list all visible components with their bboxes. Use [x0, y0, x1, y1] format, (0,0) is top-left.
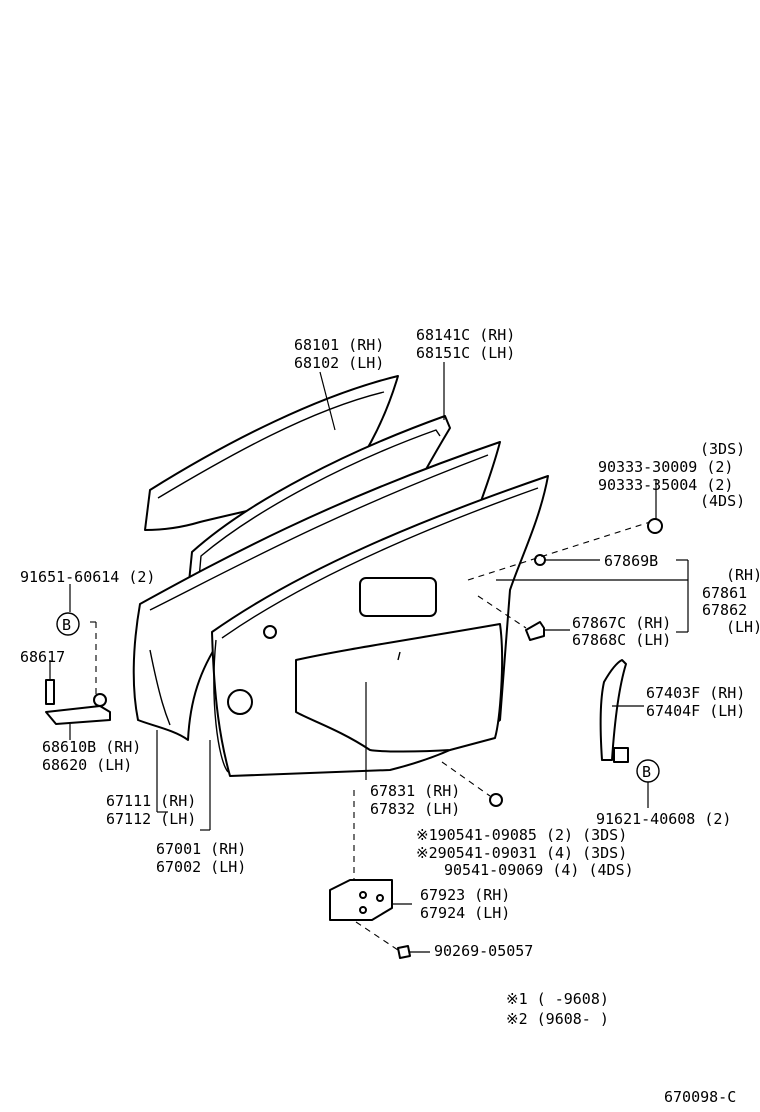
svg-text:※290541-09031 (4) (3DS): ※290541-09031 (4) (3DS) [416, 844, 627, 862]
label-door: 67001 (RH) 67002 (LH) [156, 840, 246, 876]
screw-90269 [397, 945, 411, 959]
svg-text:※1 ( -9608): ※1 ( -9608) [506, 990, 609, 1008]
label-glass: 68101 (RH) 68102 (LH) [294, 336, 384, 372]
svg-text:67001 (RH): 67001 (RH) [156, 840, 246, 858]
door-pocket [329, 879, 393, 921]
diagram-id: 670098-C [664, 1088, 736, 1106]
label-channel: 67403F (RH) 67404F (LH) [646, 684, 745, 720]
svg-text:67831 (RH): 67831 (RH) [370, 782, 460, 800]
svg-text:67111 (RH): 67111 (RH) [106, 792, 196, 810]
svg-text:67867C (RH): 67867C (RH) [572, 614, 671, 632]
callout-b-right: B [636, 759, 660, 783]
svg-text:※190541-09085 (2) (3DS): ※190541-09085 (2) (3DS) [416, 826, 627, 844]
label-weatherstrip: 68141C (RH) 68151C (LH) [416, 326, 515, 362]
label-68617: 68617 [20, 648, 65, 666]
clip-90541 [489, 793, 503, 807]
svg-text:67862: 67862 [702, 601, 747, 619]
svg-text:67924 (LH): 67924 (LH) [420, 904, 510, 922]
footnotes: ※1 ( -9608) ※2 (9608- ) [506, 990, 609, 1028]
label-pocket: 67923 (RH) 67924 (LH) [420, 886, 510, 922]
svg-text:67112 (LH): 67112 (LH) [106, 810, 196, 828]
screw-90333 [647, 518, 663, 534]
svg-text:68102 (LH): 68102 (LH) [294, 354, 384, 372]
svg-text:B: B [62, 616, 71, 634]
svg-text:※2 (9608- ): ※2 (9608- ) [506, 1010, 609, 1028]
label-clip-c: 67867C (RH) 67868C (LH) [572, 614, 671, 649]
label-outer: 67111 (RH) 67112 (LH) [106, 792, 196, 828]
door-check [45, 679, 111, 725]
svg-text:90541-09069 (4) (4DS): 90541-09069 (4) (4DS) [444, 861, 634, 879]
svg-text:68101 (RH): 68101 (RH) [294, 336, 384, 354]
label-clip-block: ※190541-09085 (2) (3DS) ※290541-09031 (4… [416, 826, 634, 879]
svg-text:(LH): (LH) [726, 618, 760, 636]
label-brace: (RH) 67861 67862 (LH) [702, 566, 760, 636]
svg-text:67923 (RH): 67923 (RH) [420, 886, 510, 904]
svg-text:68620 (LH): 68620 (LH) [42, 756, 132, 774]
svg-text:(RH): (RH) [726, 566, 760, 584]
label-screw-b: 91621-40608 (2) [596, 810, 731, 828]
svg-text:67861: 67861 [702, 584, 747, 602]
svg-text:B: B [642, 763, 651, 781]
door-hole-1 [227, 689, 253, 715]
door-service-cover [295, 623, 504, 753]
callout-b-left: B [56, 612, 80, 636]
label-panel: 67831 (RH) 67832 (LH) [370, 782, 460, 818]
svg-text:67403F (RH): 67403F (RH) [646, 684, 745, 702]
clip-67867C [525, 621, 545, 641]
svg-text:68151C (LH): 68151C (LH) [416, 344, 515, 362]
svg-text:68610B (RH): 68610B (RH) [42, 738, 141, 756]
svg-text:67868C (LH): 67868C (LH) [572, 631, 671, 649]
door-channel [599, 659, 629, 763]
svg-text:68141C (RH): 68141C (RH) [416, 326, 515, 344]
door-hole-2 [263, 625, 277, 639]
svg-text:67002 (LH): 67002 (LH) [156, 858, 246, 876]
svg-text:(3DS): (3DS) [700, 440, 745, 458]
part-68617-bolt [45, 679, 55, 705]
door-shell-opening [359, 577, 437, 617]
svg-text:67404F (LH): 67404F (LH) [646, 702, 745, 720]
svg-text:(4DS): (4DS) [700, 492, 745, 510]
svg-text:67832 (LH): 67832 (LH) [370, 800, 460, 818]
label-clip-b: 67869B [604, 552, 658, 570]
label-screw-pocket: 90269-05057 [434, 942, 533, 960]
label-screw-block: (3DS) 90333-30009 (2) 90333-35004 (2) (4… [598, 440, 745, 510]
svg-text:90333-30009 (2): 90333-30009 (2) [598, 458, 733, 476]
label-check-bolt: 91651-60614 (2) [20, 568, 155, 586]
clip-67869B [534, 554, 546, 566]
svg-text:90333-35004 (2): 90333-35004 (2) [598, 476, 733, 494]
leader-lines [49, 362, 689, 953]
label-check: 68610B (RH) 68620 (LH) [42, 738, 141, 774]
